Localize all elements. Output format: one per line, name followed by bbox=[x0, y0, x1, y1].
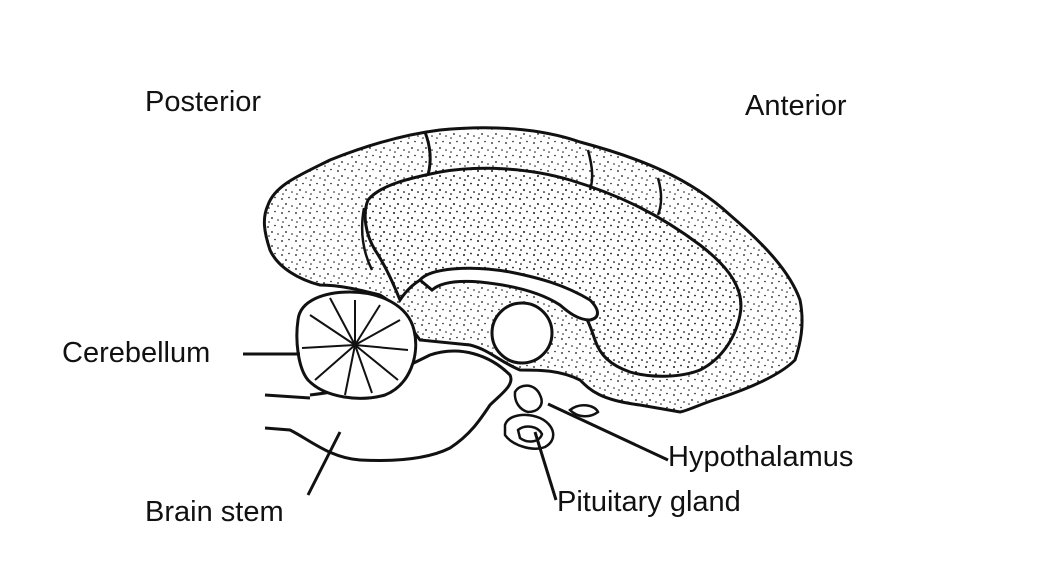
brain-stem-label: Brain stem bbox=[145, 498, 284, 527]
cerebellum-label: Cerebellum bbox=[62, 339, 210, 368]
pituitary-label: Pituitary gland bbox=[557, 488, 741, 517]
pituitary-structure bbox=[505, 386, 598, 449]
hypothalamus-leader bbox=[548, 404, 668, 460]
cerebellum-shape bbox=[297, 292, 416, 398]
posterior-label: Posterior bbox=[145, 88, 261, 117]
pituitary-leader bbox=[535, 432, 556, 500]
hypothalamus-label: Hypothalamus bbox=[668, 443, 853, 472]
anterior-label: Anterior bbox=[745, 92, 847, 121]
thalamus bbox=[492, 303, 552, 363]
